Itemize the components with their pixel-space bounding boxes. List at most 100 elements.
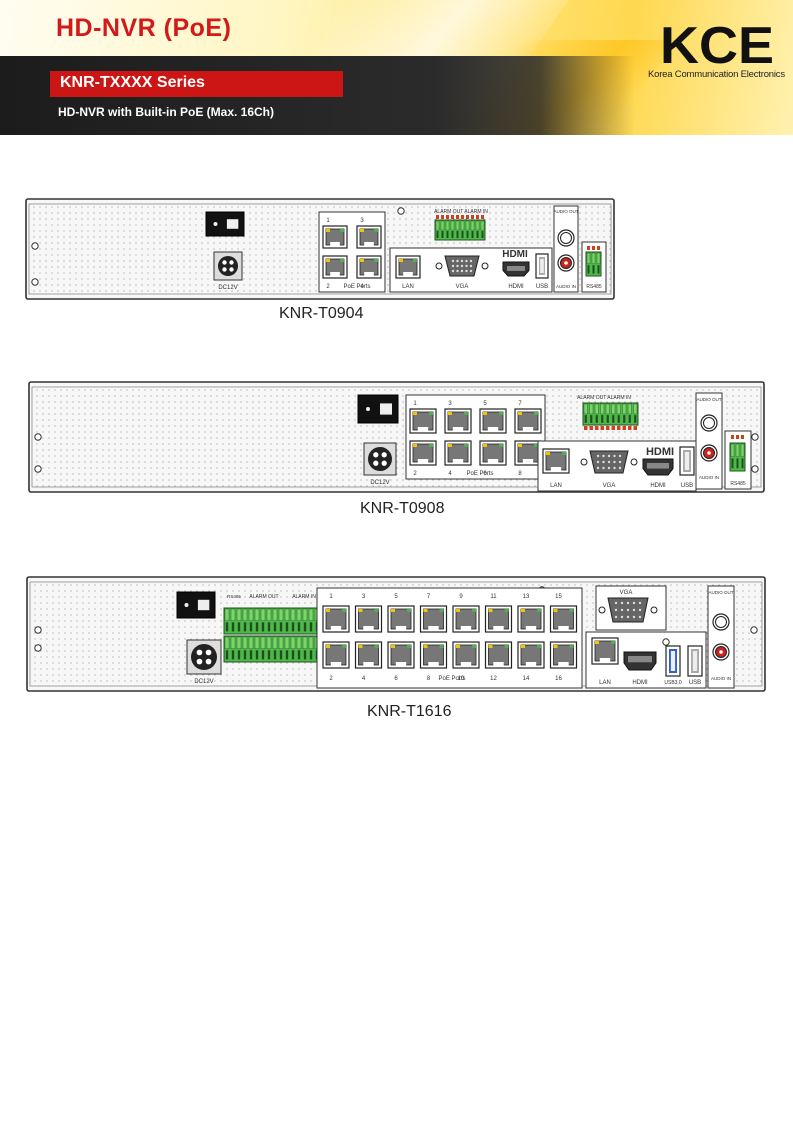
poe-port-number: 3 xyxy=(362,594,366,600)
poe-port-number: 3 xyxy=(360,218,364,224)
hdmi-label: HDMI xyxy=(650,483,666,489)
rj45-port xyxy=(444,408,472,434)
vga-port xyxy=(598,597,658,623)
dc-power-jack xyxy=(363,442,397,476)
rj45-port xyxy=(322,641,350,669)
page-header xyxy=(0,0,793,135)
series-title: KNR-TXXXX Series xyxy=(60,74,205,91)
poe-port-number: 10 xyxy=(458,676,465,682)
rj45-port xyxy=(322,225,348,249)
alarm-in-label: ALARM IN xyxy=(292,594,316,600)
poe-port-number: 7 xyxy=(427,594,431,600)
vga-port xyxy=(435,255,489,277)
audio-out-label: AUDIO OUT xyxy=(553,209,578,214)
usb-port xyxy=(687,645,703,677)
terminal-pin xyxy=(584,426,588,430)
terminal-block xyxy=(223,607,321,635)
poe-port-number: 12 xyxy=(490,676,497,682)
screw-icon xyxy=(34,644,42,652)
power-switch xyxy=(176,591,216,619)
rj45-port xyxy=(479,408,507,434)
device-caption: KNR-T1616 xyxy=(367,703,452,720)
series-banner xyxy=(50,71,343,97)
poe-port-number: 8 xyxy=(518,471,522,477)
poe-port-number: 8 xyxy=(427,676,431,682)
audio-out-label: AUDIO OUT xyxy=(708,590,733,595)
rj45-port xyxy=(444,440,472,466)
terminal-pin xyxy=(731,435,734,439)
rj45-port xyxy=(419,641,448,669)
poe-port-number: 1 xyxy=(329,594,333,600)
terminal-pin xyxy=(628,426,632,430)
poe-port-number: 6 xyxy=(394,676,398,682)
poe-port-group xyxy=(405,394,546,480)
rj45-port xyxy=(322,255,348,279)
screw-icon xyxy=(34,433,42,441)
usb3-label: USB3.0 xyxy=(664,680,681,686)
poe-port-number: 13 xyxy=(523,594,530,600)
dc-label: DC12V xyxy=(370,480,389,486)
poe-port-number: 4 xyxy=(362,676,366,682)
hdmi-label: HDMI xyxy=(632,680,648,686)
usb-label: USB xyxy=(689,680,701,686)
terminal-pin xyxy=(736,435,739,439)
poe-port-number: 5 xyxy=(394,594,398,600)
poe-ports-label: PoE Ports xyxy=(438,676,465,682)
rj45-port xyxy=(591,637,619,665)
lan-label: LAN xyxy=(550,483,562,489)
audio-in-label: AUDIO IN xyxy=(711,676,731,681)
poe-port-number: 14 xyxy=(523,676,530,682)
poe-ports-label: PoE Ports xyxy=(466,471,493,477)
rj45-port xyxy=(356,255,382,279)
terminal-pin xyxy=(600,426,604,430)
hdmi-port xyxy=(623,651,657,671)
audio-jack xyxy=(557,254,575,272)
poe-port-number: 15 xyxy=(555,594,562,600)
rj45-port xyxy=(517,605,545,633)
rj45-port xyxy=(514,408,542,434)
terminal-block xyxy=(434,219,486,241)
screw-icon xyxy=(662,638,670,646)
terminal-pin xyxy=(622,426,626,430)
dc-label: DC12V xyxy=(218,285,237,291)
audio-in-label: AUDIO IN xyxy=(699,475,719,480)
screw-icon xyxy=(34,626,42,634)
poe-port-group xyxy=(318,211,386,293)
terminal-block xyxy=(582,402,639,426)
screw-icon xyxy=(31,242,39,250)
rj45-port xyxy=(354,641,383,669)
hdmi-port xyxy=(502,261,530,277)
terminal-pin xyxy=(461,215,464,219)
rj45-port xyxy=(387,605,415,633)
dc-label: DC12V xyxy=(194,679,213,685)
rj45-port xyxy=(322,605,350,633)
vga-label: VGA xyxy=(603,483,616,489)
terminal-pin xyxy=(446,215,449,219)
rj45-port xyxy=(395,255,421,279)
device-caption: KNR-T0904 xyxy=(279,305,364,322)
terminal-pin xyxy=(606,426,610,430)
audio-jack xyxy=(700,414,718,432)
poe-port-number: 1 xyxy=(326,218,330,224)
audio-panel xyxy=(707,585,735,689)
rj45-port xyxy=(354,605,383,633)
usb-port xyxy=(679,446,695,476)
poe-port-number: 4 xyxy=(360,284,364,290)
usb-label: USB xyxy=(681,483,693,489)
rj45-port xyxy=(356,225,382,249)
lan-label: LAN xyxy=(402,284,414,290)
hdmi-logo: HDMI xyxy=(646,446,674,458)
vga-port xyxy=(580,450,638,474)
audio-jack xyxy=(557,229,575,247)
usb-port xyxy=(535,253,549,279)
terminal-pin xyxy=(587,246,590,250)
rj45-port xyxy=(542,448,570,474)
power-switch xyxy=(205,211,245,237)
terminal-pin xyxy=(597,246,600,250)
dc-power-jack xyxy=(213,251,243,281)
audio-jack xyxy=(712,613,730,631)
rj45-port xyxy=(484,605,513,633)
